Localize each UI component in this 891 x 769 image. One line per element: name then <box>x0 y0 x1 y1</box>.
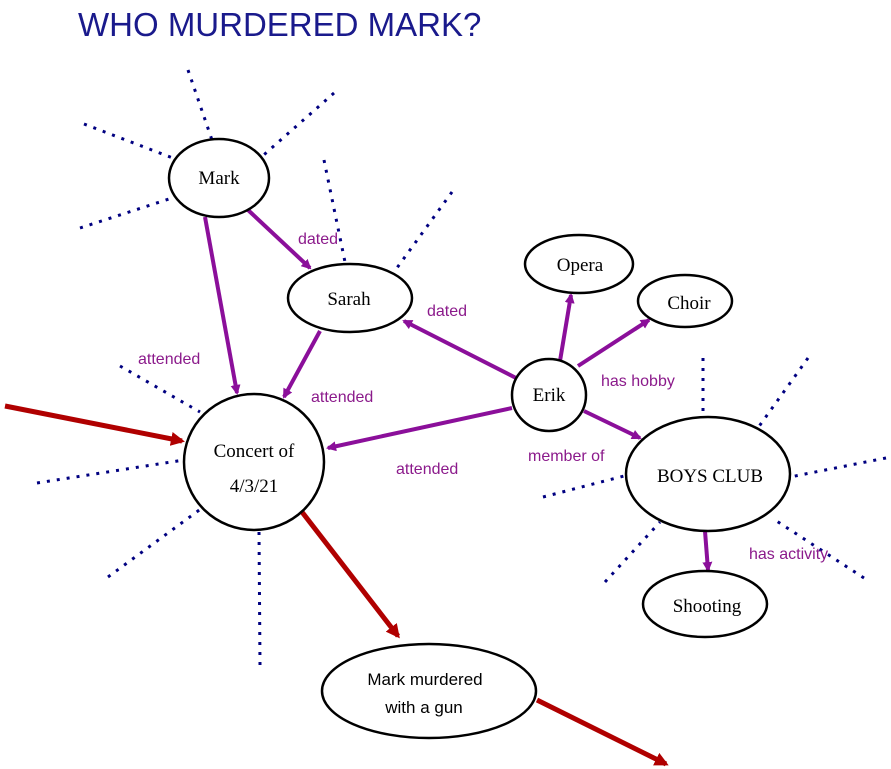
node-sarah-label: Sarah <box>327 289 371 310</box>
node-murder-label-line1: Mark murdered <box>367 670 482 689</box>
node-choir[interactable]: Choir <box>636 273 734 329</box>
incoming-flow-arrow <box>4 403 185 446</box>
label-mark-concert: attended <box>138 351 200 368</box>
label-club-activity: has activity <box>749 546 828 563</box>
dotted-rays <box>36 69 887 666</box>
edge-erik-choir <box>576 318 651 368</box>
edge-sarah-concert <box>282 330 322 399</box>
label-erik-hobby: has hobby <box>601 373 675 390</box>
outgoing-flow-arrow <box>535 697 669 767</box>
node-erik[interactable]: Erik <box>510 357 588 433</box>
edge-mark-concert <box>203 216 241 395</box>
diagram-title: WHO MURDERED MARK? <box>78 6 481 43</box>
label-sarah-concert: attended <box>311 389 373 406</box>
label-erik-club: member of <box>528 448 605 465</box>
edge-labels: dated dated attended attended attended h… <box>138 231 828 563</box>
label-erik-concert: attended <box>396 461 458 478</box>
edge-erik-sarah <box>402 319 519 381</box>
flow-arrows <box>4 403 669 767</box>
node-shooting-label: Shooting <box>673 596 742 617</box>
edge-erik-opera <box>558 293 575 362</box>
node-concert-label-line1: Concert of <box>214 441 295 462</box>
node-erik-label: Erik <box>533 385 566 406</box>
node-opera[interactable]: Opera <box>523 233 635 295</box>
edge-erik-boysclub <box>583 409 642 440</box>
relation-edges <box>203 208 713 572</box>
node-concert-label-line2: 4/3/21 <box>230 476 279 497</box>
node-boys-club-label: BOYS CLUB <box>657 466 763 487</box>
node-shooting[interactable]: Shooting <box>641 569 769 639</box>
edge-boysclub-shooting <box>702 530 713 572</box>
edge-mark-sarah <box>246 208 312 270</box>
concert-to-murder-arrow <box>300 510 400 639</box>
node-opera-label: Opera <box>557 255 604 276</box>
node-mark-label: Mark <box>198 168 240 189</box>
node-sarah[interactable]: Sarah <box>286 262 414 334</box>
label-erik-sarah: dated <box>427 303 467 320</box>
node-murder-label-line2: with a gun <box>384 698 463 717</box>
node-choir-label: Choir <box>667 293 711 314</box>
node-boys-club[interactable]: BOYS CLUB <box>624 415 792 533</box>
label-mark-sarah: dated <box>298 231 338 248</box>
node-murder[interactable]: Mark murdered with a gun <box>320 642 538 740</box>
node-concert[interactable]: Concert of 4/3/21 <box>182 392 326 532</box>
edge-erik-concert <box>326 406 513 452</box>
node-mark[interactable]: Mark <box>167 137 271 219</box>
